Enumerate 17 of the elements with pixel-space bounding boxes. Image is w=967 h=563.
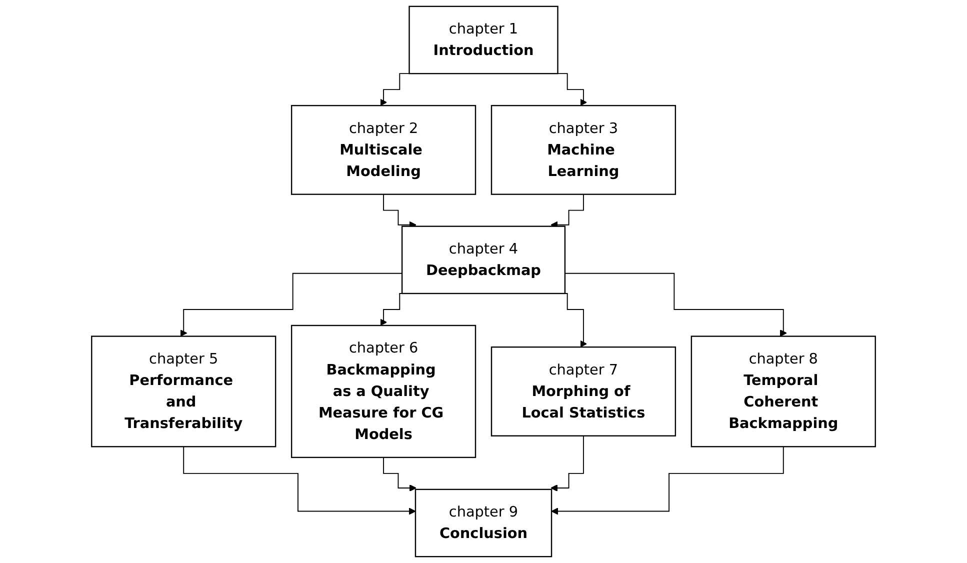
arrow: [550, 194, 584, 228]
arrow: [564, 272, 787, 337]
node-box: chapter 7 Morphing of Local Statistics: [490, 346, 676, 436]
node-box: chapter 8 Temporal Coherent Backmapping: [690, 336, 876, 448]
node-box: chapter 2 Multiscale Modeling: [290, 104, 476, 195]
arrow: [180, 272, 403, 337]
node-box: chapter 4 Deepbackmap: [401, 226, 566, 294]
node-box: chapter 6 Backmapping as a Quality Measure for CG Models: [290, 324, 476, 458]
arrow: [551, 446, 784, 515]
arrow: [550, 435, 584, 492]
node-box: chapter 1 Introduction: [408, 6, 558, 74]
node-box: chapter 9 Conclusion: [414, 488, 552, 558]
arrow: [183, 446, 416, 515]
arrow: [383, 456, 416, 492]
arrow: [383, 194, 416, 228]
node-box: chapter 3 Machine Learning: [490, 104, 676, 195]
node-box: chapter 5 Performance and Transferability: [91, 336, 276, 448]
